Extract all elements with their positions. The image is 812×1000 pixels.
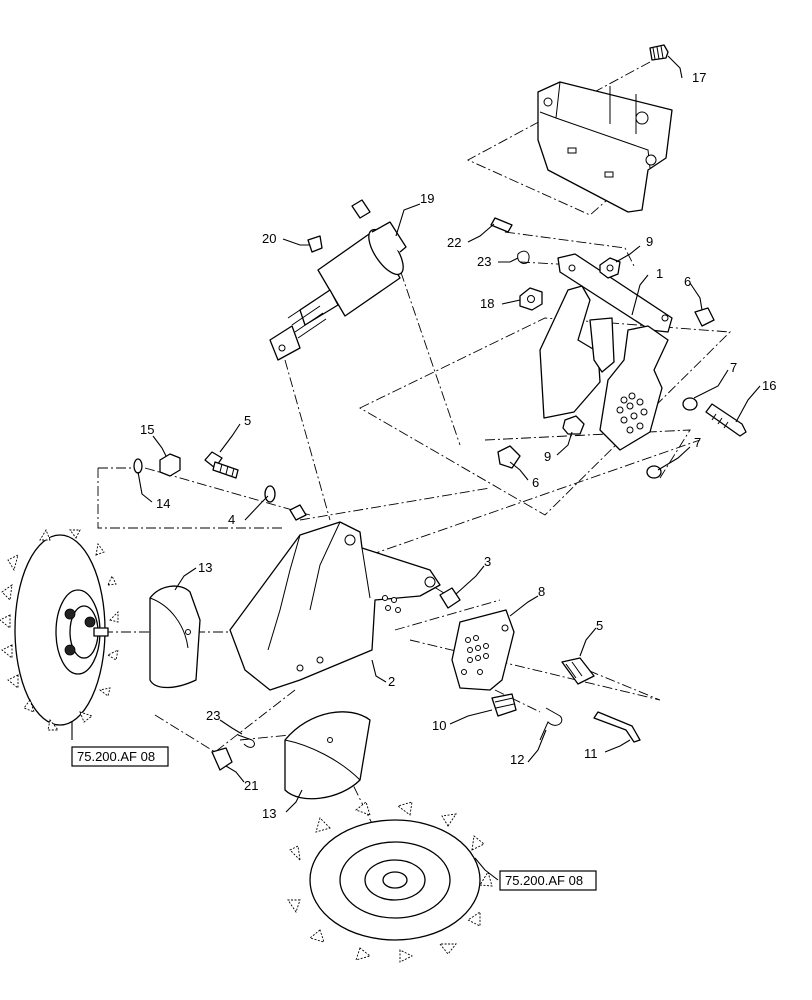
callout-5-lower: 5 [596,618,603,633]
callout-19: 19 [420,191,434,206]
pin-21 [211,747,233,771]
bushing-6-upper [694,307,715,327]
callout-13-upper: 13 [198,560,212,575]
callout-23-upper: 23 [477,254,491,269]
nut-9-upper [599,257,621,279]
bushing-3 [439,587,461,609]
scraper-13-upper [149,585,201,689]
bolt-10 [491,693,517,717]
reference-label-left-wheel: 75.200.AF 08 [77,749,155,764]
screw-17 [649,44,669,61]
callout-20: 20 [262,231,276,246]
callout-7-upper: 7 [730,360,737,375]
callout-21: 21 [244,778,258,793]
callout-16: 16 [762,378,776,393]
callout-labels: 17 19 20 22 23 9 1 18 6 7 16 9 6 7 15 5 … [140,70,776,821]
callout-11: 11 [584,746,598,761]
bolt-5-upper [204,451,239,479]
callout-14: 14 [156,496,170,511]
callout-18: 18 [480,296,494,311]
callout-2: 2 [388,674,395,689]
callout-10: 10 [432,718,446,733]
callout-7-lower: 7 [694,435,701,450]
handle-11 [593,711,641,743]
callout-5-upper: 5 [244,413,251,428]
reference-label-bottom-wheel: 75.200.AF 08 [505,873,583,888]
bolt-5-lower [561,657,595,685]
closing-wheel-bottom [287,801,493,963]
callout-12: 12 [510,752,524,767]
clip-23-lower [237,734,255,748]
callout-9-lower: 9 [544,449,551,464]
bushing-6-lower [497,445,521,469]
washer-4 [264,485,276,503]
adjustment-plate [539,253,673,451]
nut-15 [159,453,181,477]
hairpin-12 [539,707,563,741]
callout-23-lower: 23 [206,708,220,723]
clip-23-upper [517,250,530,265]
callout-1: 1 [656,266,663,281]
callout-6-upper: 6 [684,274,691,289]
top-mounting-bracket [537,81,673,213]
callout-22: 22 [447,235,461,250]
nut-9-lower [562,415,585,435]
closing-wheel-left [0,528,119,731]
reference-box-left-wheel[interactable]: 75.200.AF 08 [71,746,169,767]
scraper-13-lower [284,711,371,800]
hydraulic-cylinder [269,199,407,361]
bushing-small [289,504,307,521]
callout-3: 3 [484,554,491,569]
callout-17: 17 [692,70,706,85]
leader-lines [71,55,761,881]
spacer-7-upper [682,397,698,411]
nut-18 [519,287,543,311]
callout-15: 15 [140,422,154,437]
spacer-7-lower [646,465,662,479]
callout-9-upper: 9 [646,234,653,249]
callout-13-lower: 13 [262,806,276,821]
washer-14 [133,458,143,474]
callout-8: 8 [538,584,545,599]
bolt-16 [705,403,747,437]
depth-plate [451,609,515,691]
callout-6-lower: 6 [532,475,539,490]
main-arm [229,521,441,691]
reference-box-bottom-wheel[interactable]: 75.200.AF 08 [499,870,597,891]
plate-hole-pattern [616,392,648,434]
callout-4: 4 [228,512,235,527]
pin-22 [490,217,513,233]
